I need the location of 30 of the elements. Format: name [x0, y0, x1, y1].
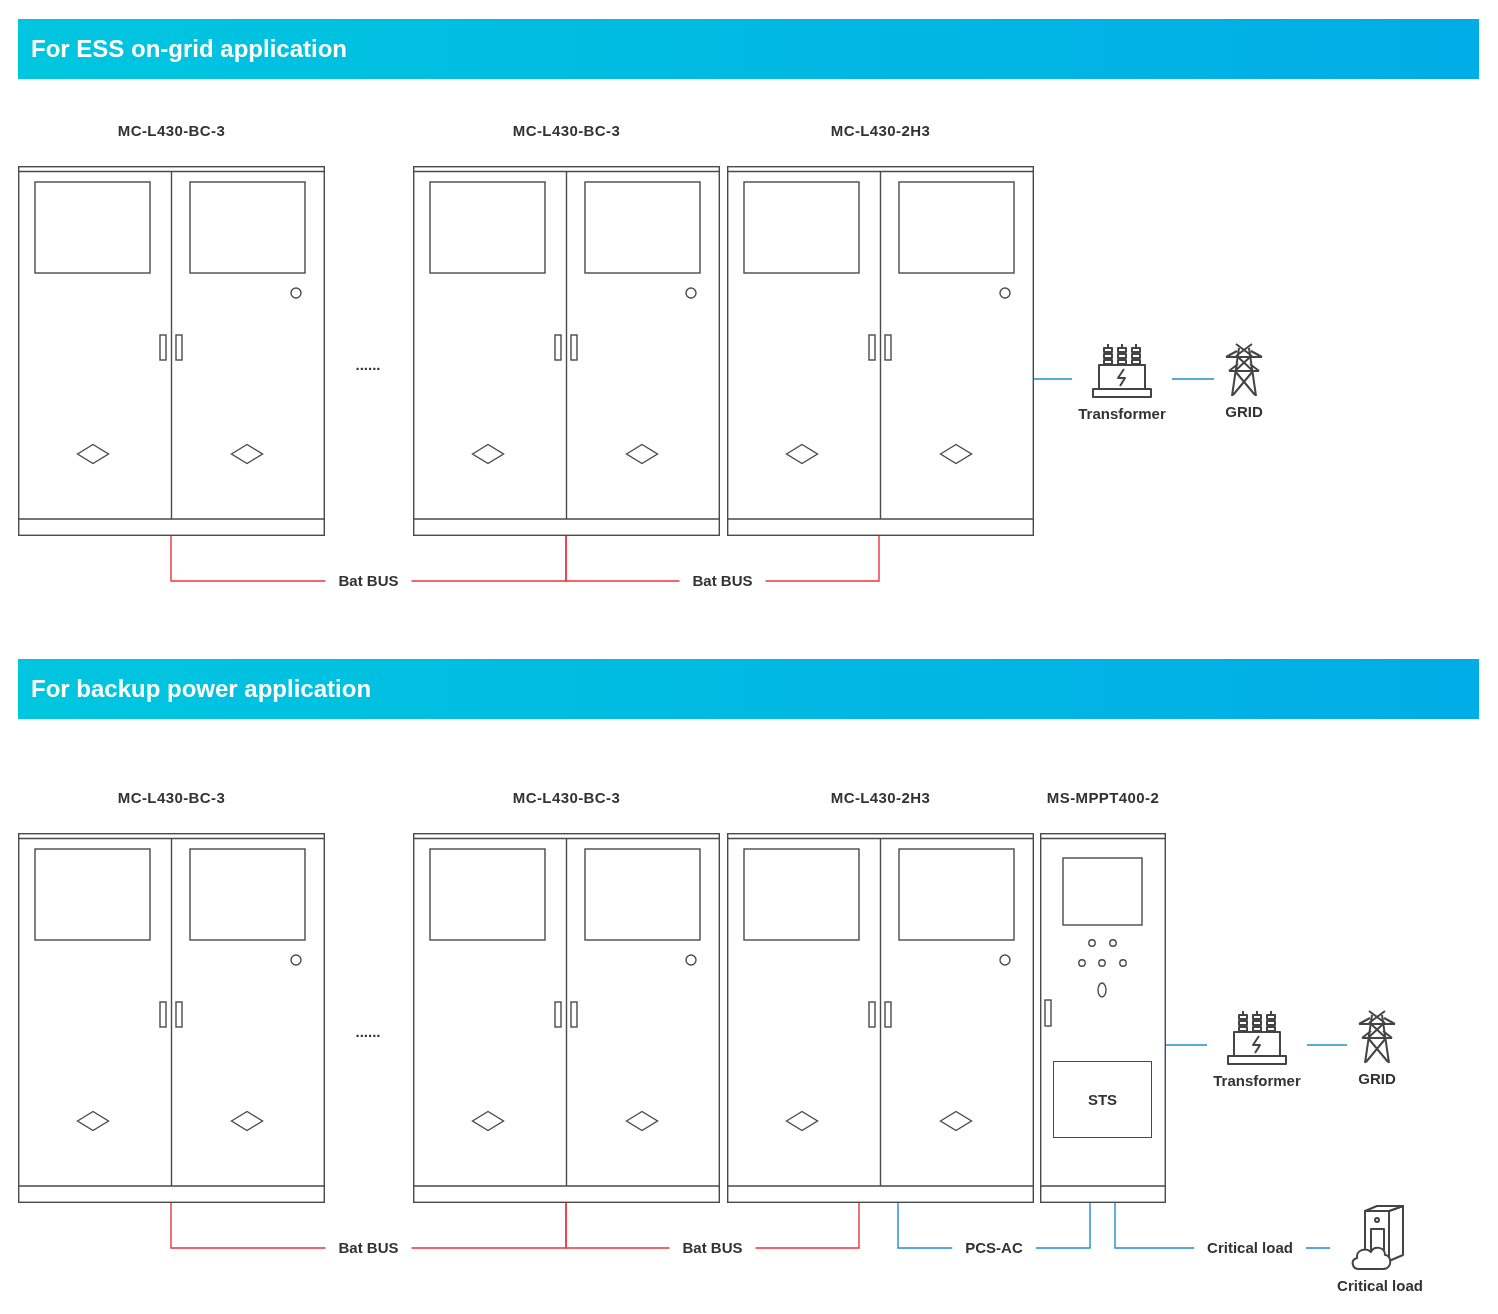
ellipsis: ...... [355, 1023, 381, 1041]
connector-line [1033, 378, 1073, 380]
device-label: Transformer [1078, 405, 1166, 423]
section-heading: For ESS on-grid application [31, 34, 347, 64]
connector-line [1165, 1044, 1208, 1046]
sts-panel [1053, 1061, 1152, 1138]
device-label: GRID [1358, 1070, 1396, 1088]
connector-line [1306, 1044, 1348, 1046]
device-label: Critical load [1337, 1277, 1423, 1295]
module-label: STS [1087, 1090, 1118, 1109]
device-label: GRID [1225, 403, 1263, 421]
model-label: MS-MPPT400-2 [1046, 788, 1160, 808]
model-label: MC-L430-2H3 [830, 121, 931, 141]
model-label: MC-L430-BC-3 [512, 121, 621, 141]
section-banner [18, 659, 1479, 719]
edge-label: Bat BUS [682, 1239, 743, 1257]
section-heading: For backup power application [31, 674, 372, 704]
model-label: MC-L430-BC-3 [512, 788, 621, 808]
connector-line [1171, 378, 1215, 380]
ellipsis: ...... [355, 356, 381, 374]
edge-label: Bat BUS [692, 572, 753, 590]
edge-label: PCS-AC [965, 1239, 1023, 1257]
edge-label: Bat BUS [338, 572, 399, 590]
model-label: MC-L430-BC-3 [117, 121, 226, 141]
device-label: Transformer [1213, 1072, 1301, 1090]
edge-label: Critical load [1207, 1239, 1293, 1257]
model-label: MC-L430-BC-3 [117, 788, 226, 808]
edge-label: Bat BUS [338, 1239, 399, 1257]
model-label: MC-L430-2H3 [830, 788, 931, 808]
section-banner [18, 19, 1479, 79]
